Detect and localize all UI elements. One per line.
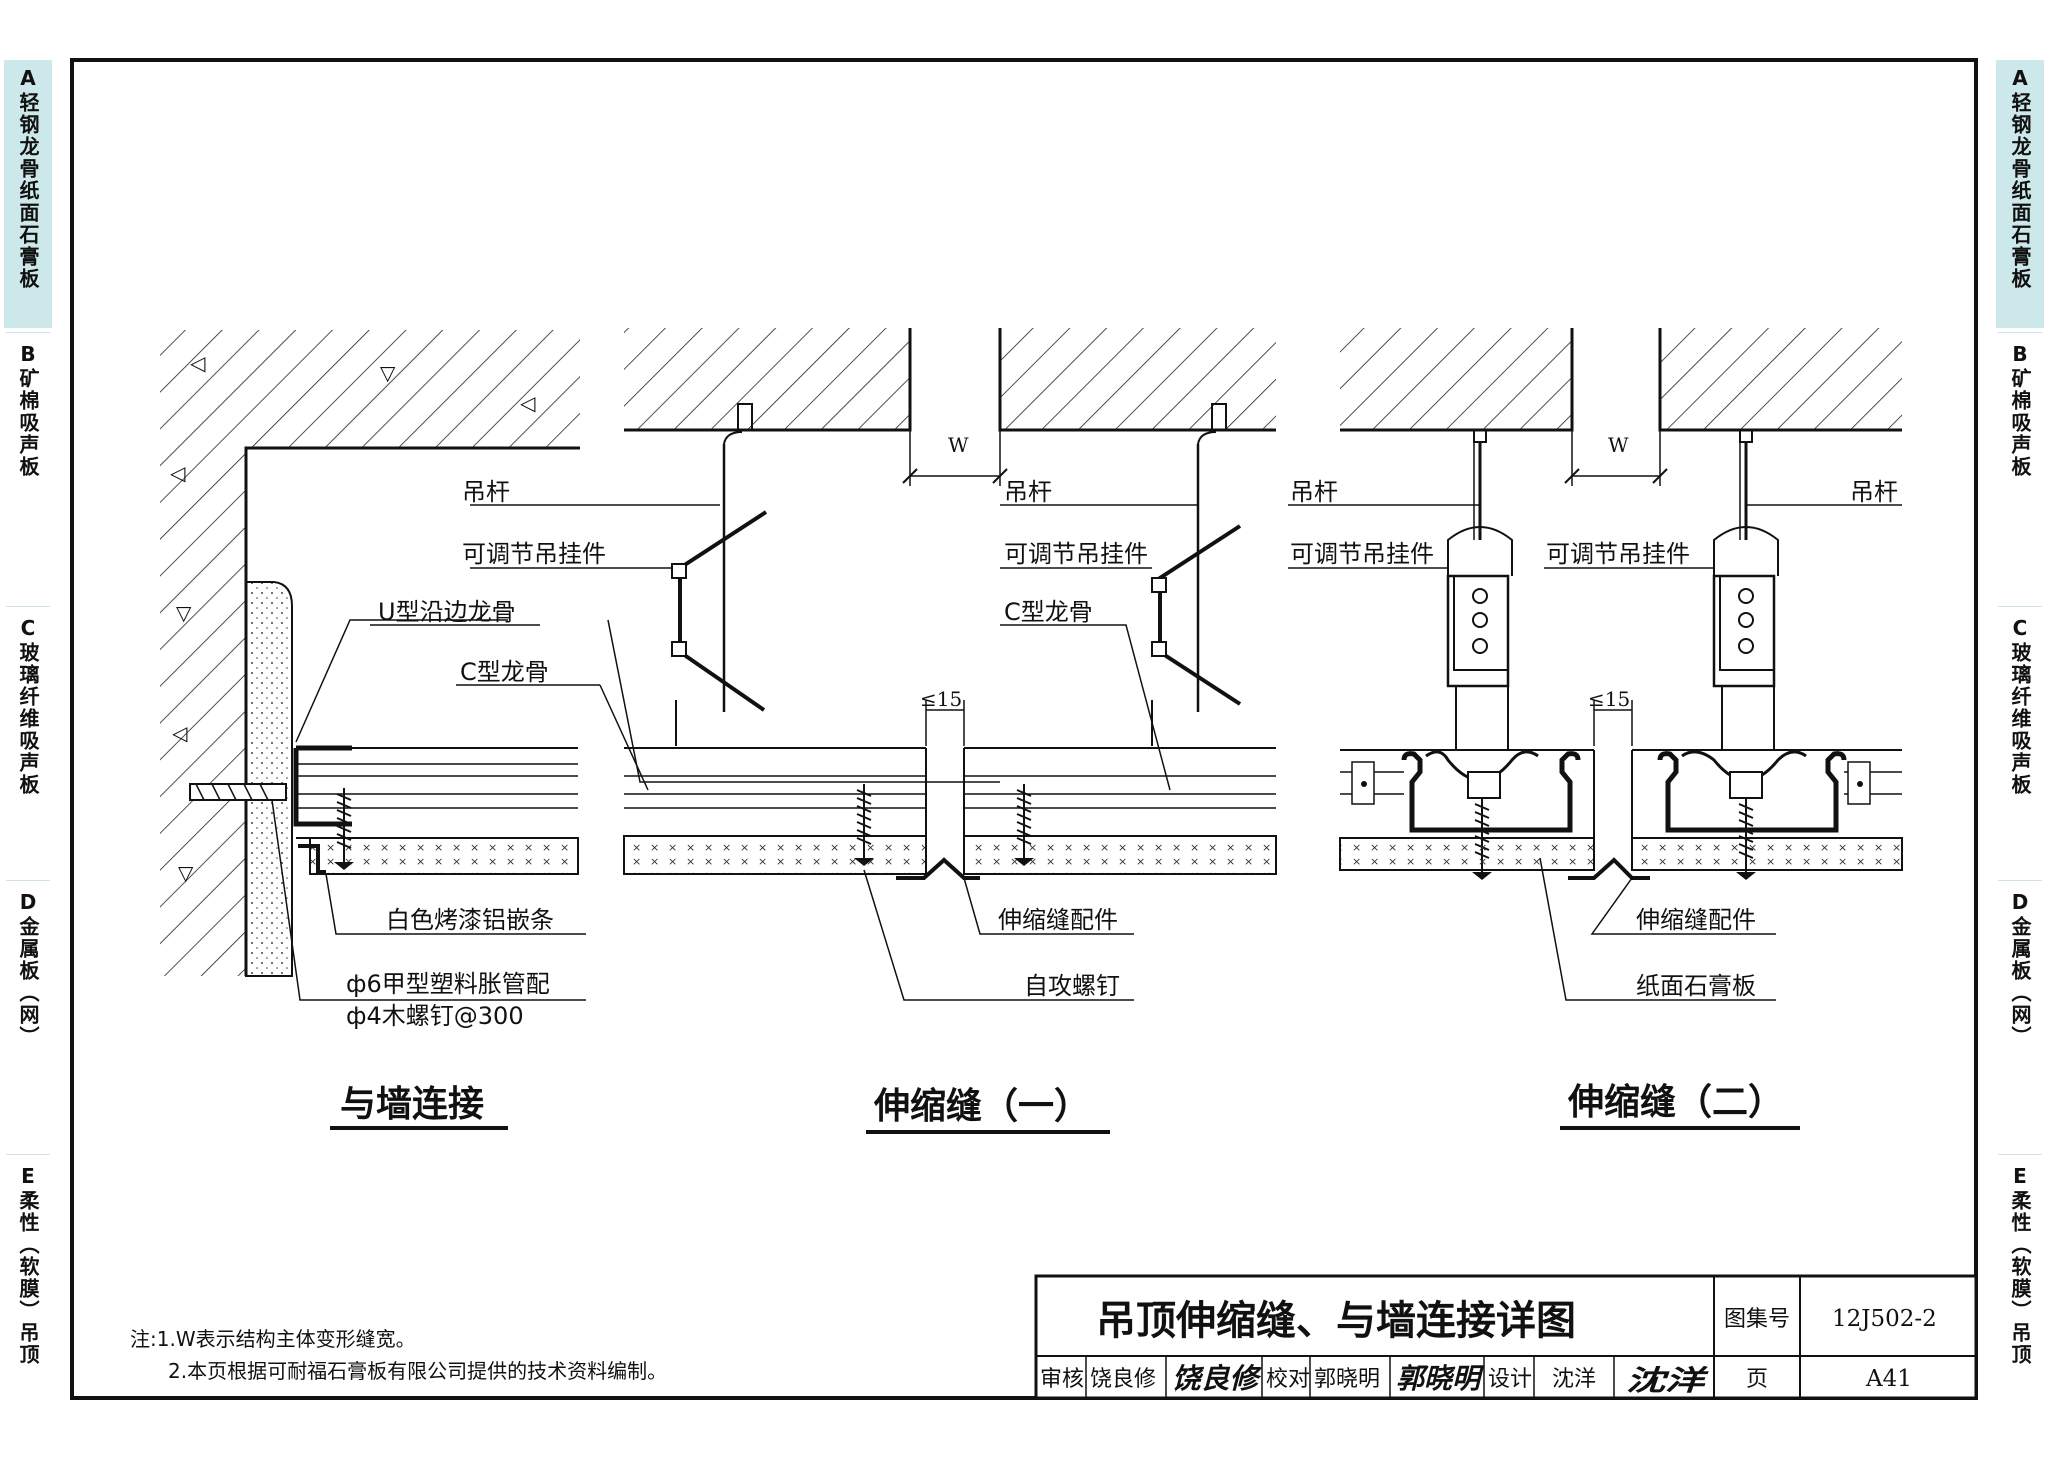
check-label: 校对 (1266, 1367, 1310, 1392)
page-label: 页 (1746, 1367, 1768, 1392)
tab-divider (6, 332, 50, 333)
tab-divider (1998, 332, 2042, 333)
sheet-title: 吊顶伸缩缝、与墙连接详图 (1096, 1298, 1576, 1344)
label-u-keel: U型沿边龙骨 (378, 598, 516, 626)
title-block (1034, 1274, 1978, 1400)
label-hanger-right: 可调节吊挂件 (1004, 540, 1148, 568)
svg-text:▽: ▽ (178, 861, 194, 885)
anchor-bolt (189, 783, 287, 801)
label-anchor: ф6甲型塑料胀管配 (346, 970, 550, 998)
expansion-joint-1-detail (470, 328, 1277, 1001)
side-tab-d[interactable]: D金属板（网） (16, 890, 40, 1048)
svg-text:◁: ◁ (169, 461, 186, 485)
tab-divider (6, 606, 50, 607)
label-rod-right: 吊杆 (1850, 478, 1898, 506)
side-tab-c[interactable]: C玻璃纤维吸声板 (16, 616, 40, 796)
side-tab-a[interactable]: A轻钢龙骨纸面石膏板 (1996, 60, 2044, 328)
expansion-fitting (1568, 857, 1650, 880)
design-name: 沈洋 (1552, 1367, 1596, 1392)
gypsum-board (309, 837, 579, 875)
check-name: 郭晓明 (1314, 1367, 1380, 1392)
dim-gap: ≤15 (1588, 687, 1630, 711)
label-board: 纸面石膏板 (1636, 972, 1756, 1000)
expansion-fitting (896, 857, 980, 880)
design-label: 设计 (1488, 1367, 1532, 1392)
check-signature: 郭晓明 (1396, 1362, 1485, 1395)
dim-gap: ≤15 (920, 687, 962, 711)
svg-text:◁: ◁ (171, 721, 188, 745)
caption-joint-1: 伸缩缝（一） (873, 1086, 1090, 1127)
atlas-number: 12J502-2 (1832, 1306, 1937, 1332)
concrete-wall (160, 330, 580, 976)
svg-text:▽: ▽ (176, 601, 192, 625)
label-hanger-right: 可调节吊挂件 (1546, 540, 1690, 568)
atlas-label: 图集号 (1724, 1307, 1790, 1332)
label-tapping-screw: 自攻螺钉 (1024, 972, 1120, 1000)
gypsum-board-left (1339, 837, 1595, 871)
gypsum-board-right (1631, 837, 1903, 871)
label-fitting: 伸缩缝配件 (1636, 906, 1756, 934)
side-tab-b[interactable]: B矿棉吸声板 (2008, 342, 2032, 478)
slab-right (1000, 328, 1276, 430)
svg-text:▽: ▽ (380, 361, 396, 385)
wall-connection-detail: ◁ ▽ ◁ ◁ ▽ ◁ ▽ (160, 330, 1000, 1001)
svg-text:◁: ◁ (189, 351, 206, 375)
tab-divider (6, 880, 50, 881)
label-c-keel: C型龙骨 (460, 658, 549, 686)
tab-divider (6, 1154, 50, 1155)
label-wood-screw: ф4木螺钉@300 (346, 1002, 524, 1030)
gypsum-board-right (963, 835, 1277, 875)
dim-w: W (1608, 433, 1629, 457)
label-rod-left: 吊杆 (1290, 478, 1338, 506)
note-2: 2.本页根据可耐福石膏板有限公司提供的技术资料编制。 (168, 1359, 667, 1383)
label-trim: 白色烤漆铝嵌条 (386, 906, 554, 934)
aluminium-trim (298, 844, 326, 874)
side-tab-a[interactable]: A轻钢龙骨纸面石膏板 (4, 60, 52, 328)
design-signature: 沈洋 (1626, 1364, 1710, 1397)
side-tab-d[interactable]: D金属板（网） (2008, 890, 2032, 1048)
side-tab-e[interactable]: E柔性（软膜）吊顶 (2008, 1164, 2032, 1366)
tab-divider (1998, 606, 2042, 607)
side-tab-b[interactable]: B矿棉吸声板 (16, 342, 40, 478)
tab-divider (1998, 880, 2042, 881)
slab-left (1340, 328, 1572, 430)
label-hanger-left: 可调节吊挂件 (462, 540, 606, 568)
gypsum-board-left (623, 835, 927, 875)
review-name: 饶良修 (1090, 1367, 1156, 1392)
slab-right (1660, 328, 1902, 430)
side-tab-e[interactable]: E柔性（软膜）吊顶 (16, 1164, 40, 1366)
sheet-frame (70, 58, 1978, 1400)
review-signature: 饶良修 (1172, 1362, 1262, 1395)
review-label: 审核 (1040, 1367, 1084, 1392)
svg-text:◁: ◁ (519, 391, 536, 415)
label-hanger-left: 可调节吊挂件 (1290, 540, 1434, 568)
slab-left (624, 328, 910, 430)
label-c-keel-right: C型龙骨 (1004, 598, 1093, 626)
label-rod-right: 吊杆 (1004, 478, 1052, 506)
side-tabs-left: A轻钢龙骨纸面石膏板 B矿棉吸声板 C玻璃纤维吸声板 D金属板（网） E柔性（软… (4, 60, 52, 1398)
label-rod-left: 吊杆 (462, 478, 510, 506)
caption-joint-2: 伸缩缝（二） (1567, 1082, 1784, 1123)
dim-w: W (948, 433, 969, 457)
expansion-joint-2-detail (1288, 328, 1903, 1001)
label-fitting: 伸缩缝配件 (998, 906, 1118, 934)
note-1: 注:1.W表示结构主体变形缝宽。 (130, 1327, 416, 1351)
tab-divider (1998, 1154, 2042, 1155)
plaster-layer (245, 581, 293, 977)
page-number: A41 (1865, 1366, 1912, 1392)
side-tab-c[interactable]: C玻璃纤维吸声板 (2008, 616, 2032, 796)
side-tabs-right: A轻钢龙骨纸面石膏板 B矿棉吸声板 C玻璃纤维吸声板 D金属板（网） E柔性（软… (1996, 60, 2044, 1398)
caption-wall: 与墙连接 (340, 1084, 484, 1125)
